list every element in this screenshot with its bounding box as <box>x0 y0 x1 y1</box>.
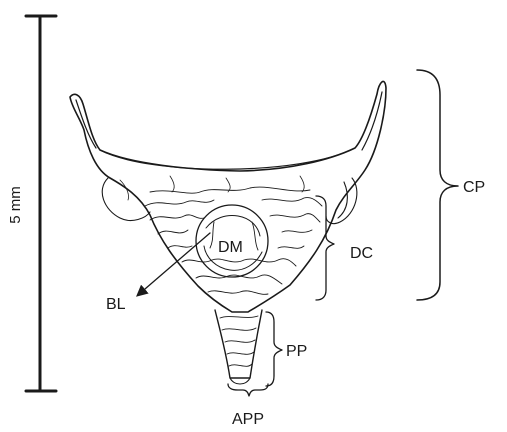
specimen-drawing <box>70 81 386 384</box>
scale-bar: 5 mm <box>7 16 56 391</box>
bl-arrow <box>138 233 210 295</box>
scale-bar-label: 5 mm <box>7 186 24 224</box>
app-brace <box>228 384 268 396</box>
cp-brace <box>417 70 458 300</box>
label-app: APP <box>232 411 264 427</box>
label-bl: BL <box>106 296 126 313</box>
label-pp: PP <box>286 343 307 360</box>
label-dc: DC <box>350 245 373 262</box>
posterior-process <box>215 310 262 378</box>
label-cp: CP <box>463 179 485 196</box>
pp-brace <box>266 312 282 386</box>
label-dm: DM <box>218 239 243 256</box>
